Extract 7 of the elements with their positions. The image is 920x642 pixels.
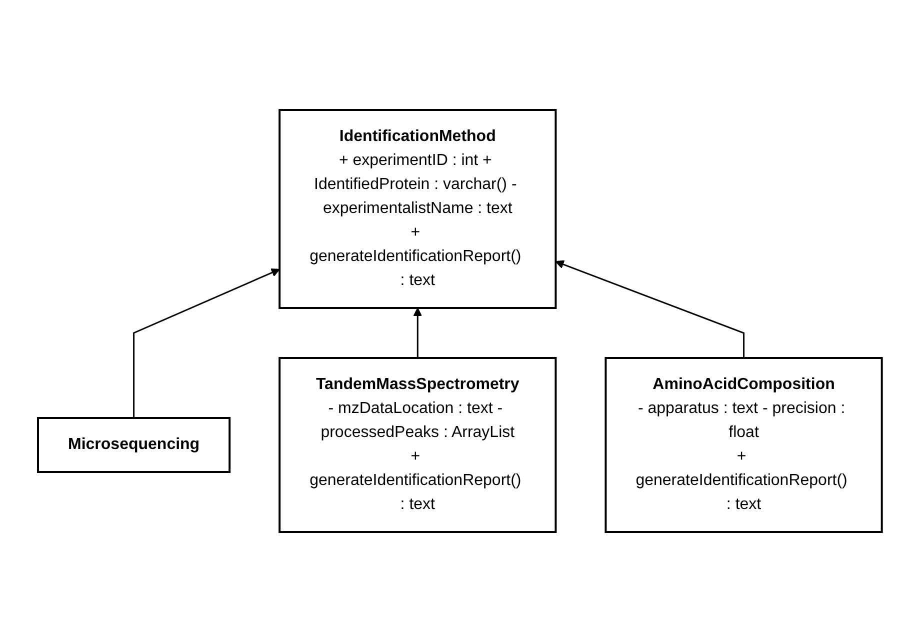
node-box: IdentificationMethod + experimentID : int + IdentifiedProtein : varchar() - experimentalistName : text + generateIdentificationReport() : text [278,109,557,309]
arrow [555,260,745,358]
node-box: Microsequencing [37,417,231,473]
arrow [413,308,422,358]
arrow [133,268,280,418]
node-box: TandemMassSpectrometry - mzDataLocation : text - processedPeaks : ArrayList + generateIdentificationReport() : text [278,357,557,533]
node-box: AminoAcidComposition - apparatus : text - precision : float + generateIdentificationReport() : text [604,357,883,533]
